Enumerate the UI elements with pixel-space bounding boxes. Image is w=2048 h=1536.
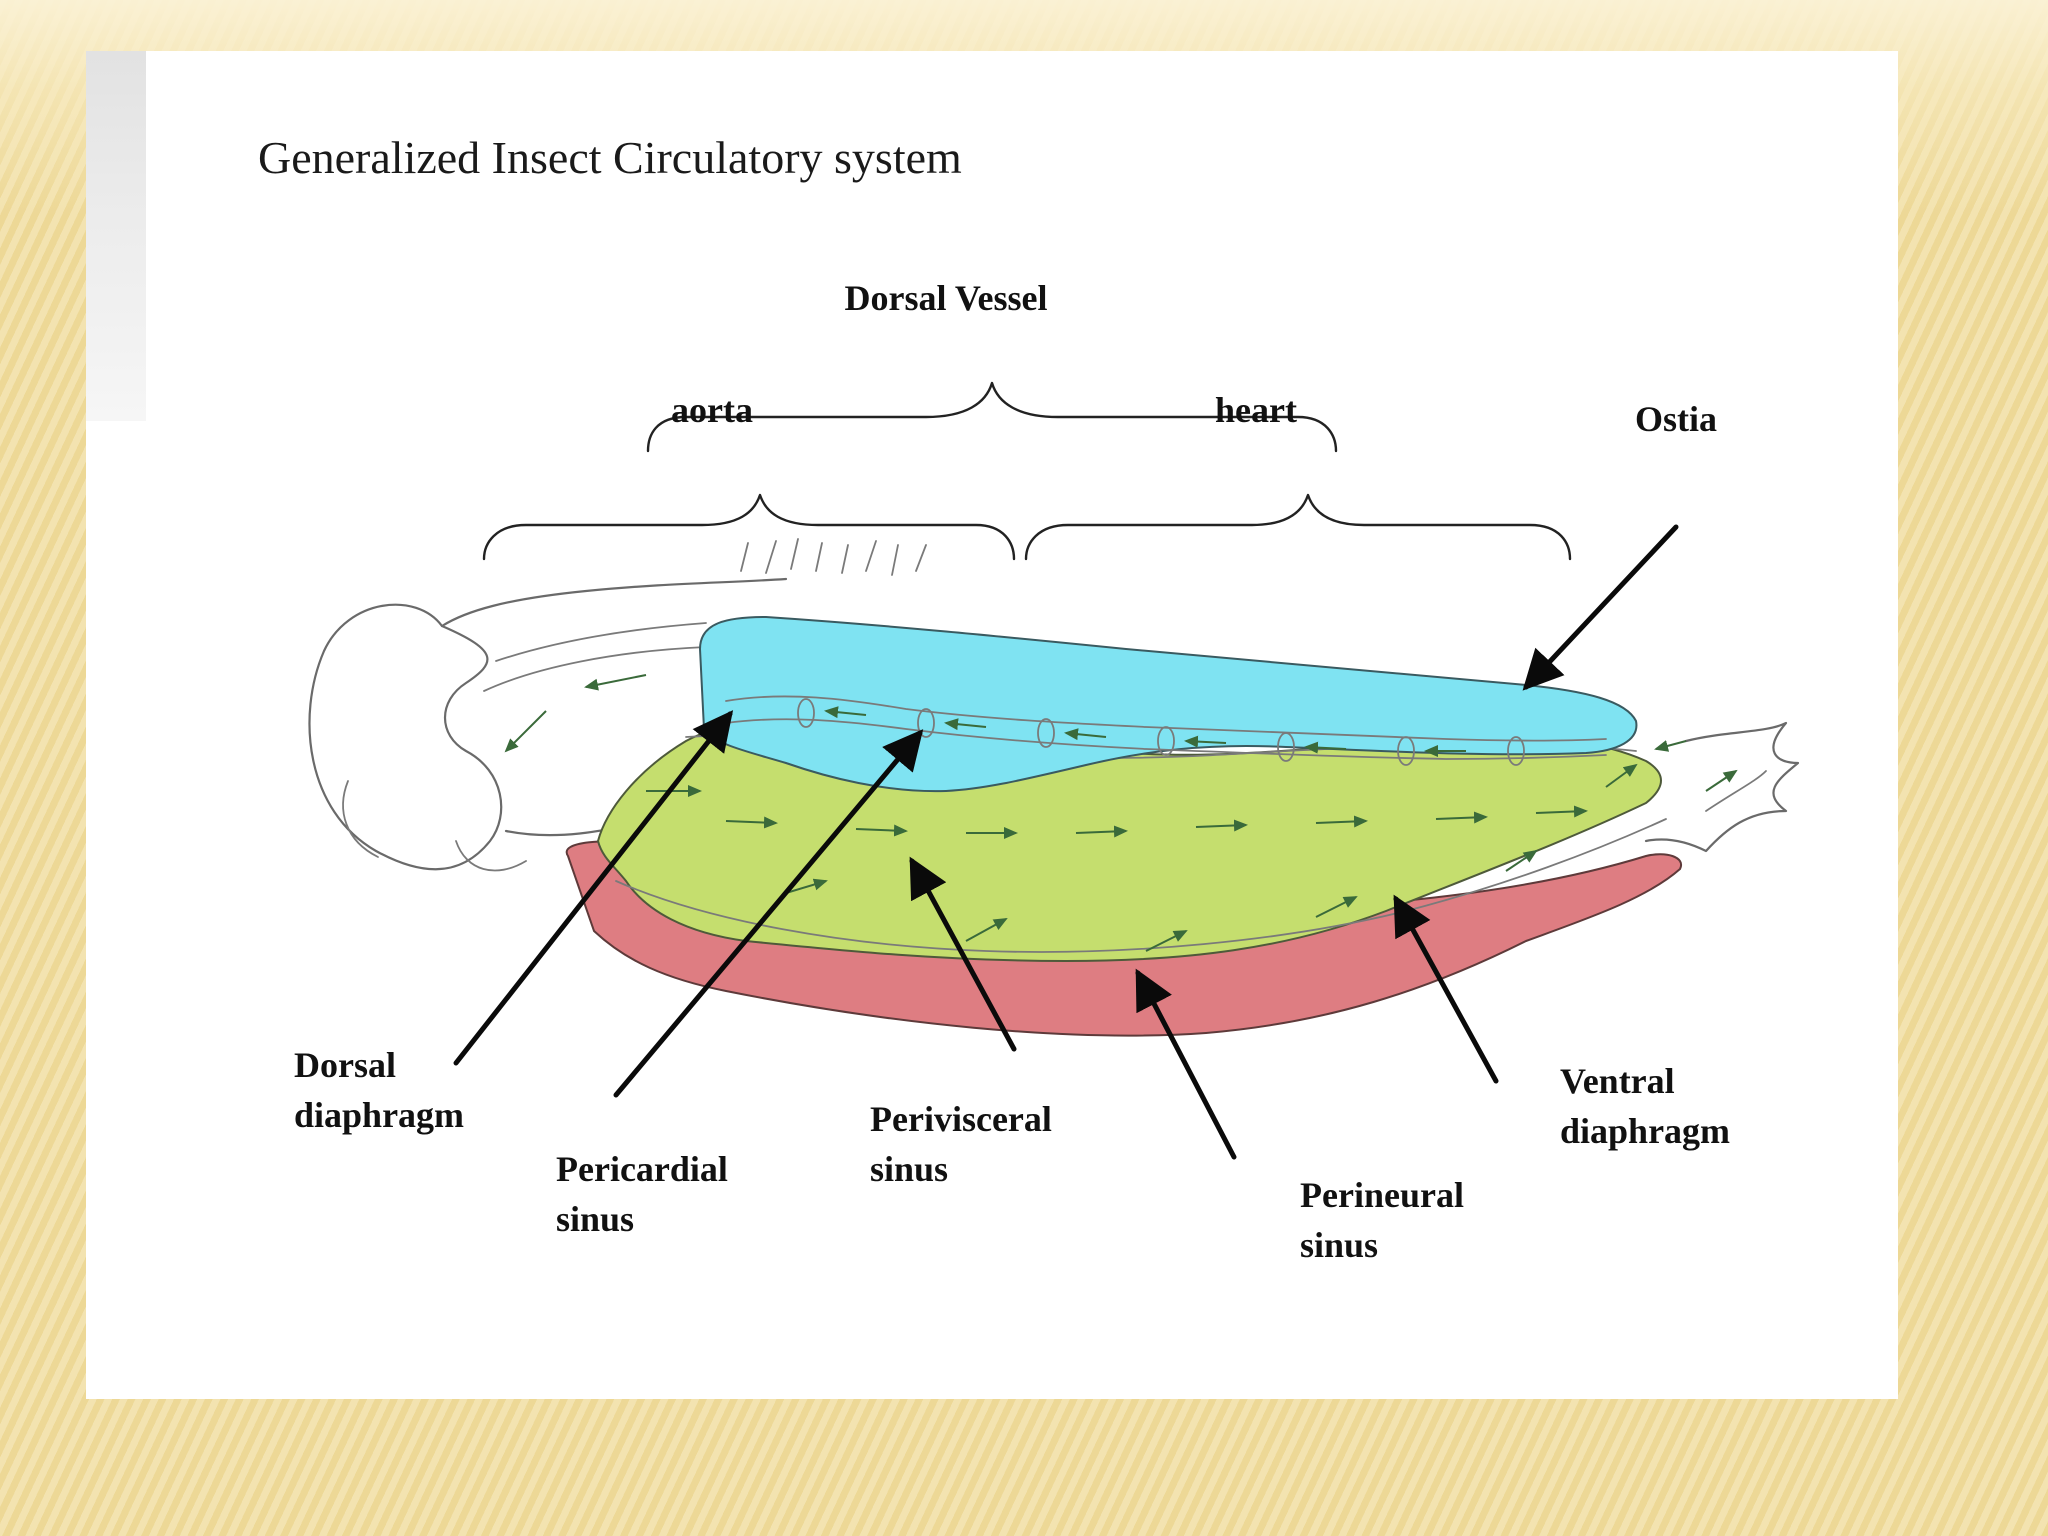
dorsal-vessel-label: Dorsal Vessel xyxy=(844,278,1047,318)
perivisceral-sinus-pointer xyxy=(909,856,1017,1052)
ostia-label: Ostia xyxy=(1635,399,1717,439)
heart-brace xyxy=(1024,493,1572,561)
ostium xyxy=(1397,736,1415,766)
perineural-sinus-label-line2: sinus xyxy=(1300,1225,1378,1265)
heart-label: heart xyxy=(1215,390,1297,430)
ostium xyxy=(1507,736,1525,766)
ventral-diaphragm-pointer xyxy=(1393,894,1499,1084)
dorsal-vessel-brace xyxy=(646,381,1338,453)
tail-outline xyxy=(1644,721,1800,853)
dorsal-diaphragm-label-line2: diaphragm xyxy=(294,1095,464,1135)
circulatory-diagram: Dorsal Vessel aorta heart Ostia Dorsal d… xyxy=(294,278,1800,1265)
dorsal-body-line xyxy=(440,577,788,628)
ventral-diaphragm-label-line1: Ventral xyxy=(1560,1061,1675,1101)
ventral-diaphragm-band xyxy=(615,818,1667,953)
pericardial-sinus-pointer xyxy=(613,729,924,1098)
slide-title: Generalized Insect Circulatory system xyxy=(258,132,962,183)
aorta-label: aorta xyxy=(671,390,753,430)
label-braces xyxy=(482,381,1572,561)
perivisceral-sinus-label-line2: sinus xyxy=(870,1149,948,1189)
pericardial-sinus-label-line1: Pericardial xyxy=(556,1149,728,1189)
dorsal-diaphragm-pointer xyxy=(453,710,734,1066)
head-outline xyxy=(308,603,503,871)
ostium xyxy=(1277,732,1295,762)
ostium xyxy=(917,708,935,738)
ostium xyxy=(1037,718,1055,748)
aorta-tube xyxy=(495,622,707,662)
pericardial-sinus-label-line2: sinus xyxy=(556,1199,634,1239)
ostium xyxy=(1157,726,1175,756)
ostia-pointer xyxy=(1522,524,1679,691)
ventral-diaphragm-label-line2: diaphragm xyxy=(1560,1111,1730,1151)
perineural-sinus-pointer xyxy=(1135,968,1237,1160)
pericardial-sinus-region xyxy=(698,615,1638,793)
aorta-brace xyxy=(482,493,1016,561)
dorsal-diaphragm-label-line1: Dorsal xyxy=(294,1045,396,1085)
label-pointers xyxy=(453,524,1679,1160)
heart-tube xyxy=(725,695,1607,766)
perineural-sinus-label-line1: Perineural xyxy=(1300,1175,1464,1215)
slide: Generalized Insect Circulatory system xyxy=(86,51,1898,1399)
hemolymph-flow-arrows xyxy=(504,674,1738,952)
perivisceral-sinus-label-line1: Perivisceral xyxy=(870,1099,1052,1139)
ostium xyxy=(797,698,815,728)
slide-side-strip xyxy=(86,51,146,421)
